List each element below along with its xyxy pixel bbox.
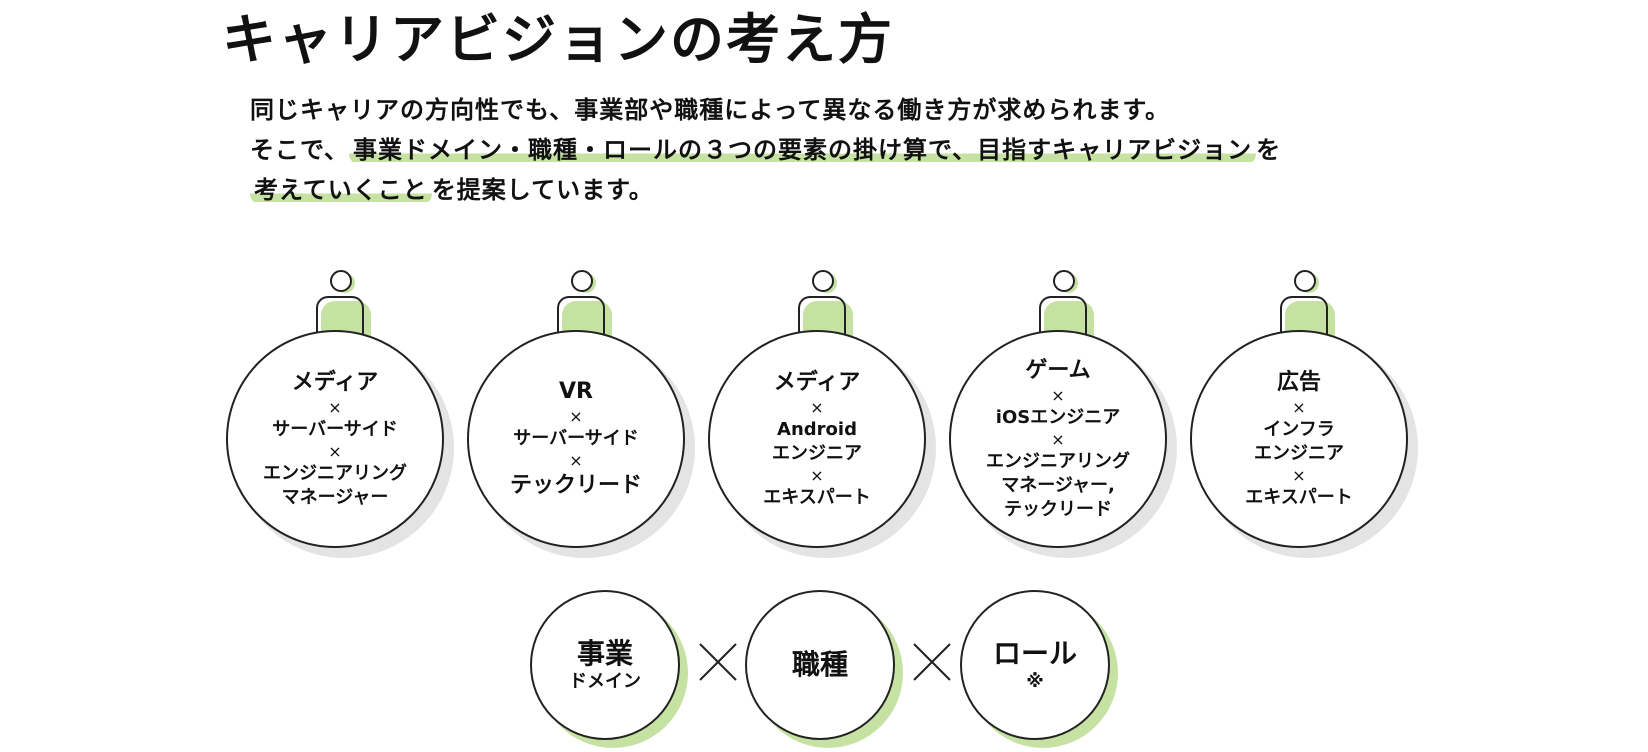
- career-job: iOSエンジニア: [995, 407, 1121, 428]
- combo-role: ロール ※: [960, 590, 1118, 748]
- combo-role-main: ロール: [992, 637, 1077, 670]
- career-example: ゲーム × iOSエンジニア × エンジニアリング マネージャー, テックリード: [949, 268, 1179, 568]
- times-mark: ×: [1051, 430, 1065, 449]
- lead-text: 同じキャリアの方向性でも、事業部や職種によって異なる働き方が求められます。 そこ…: [250, 90, 1450, 210]
- career-example: 広告 × インフラ エンジニア × エキスパート: [1190, 268, 1420, 568]
- times-mark: ×: [569, 407, 583, 426]
- career-role: エキスパート: [763, 487, 871, 508]
- times-mark: ×: [810, 398, 824, 417]
- career-role: エンジニアリング: [263, 463, 407, 484]
- times-mark: ×: [328, 442, 342, 461]
- person-head-icon: [812, 270, 834, 292]
- combo-job-type: 職種: [745, 590, 903, 748]
- career-job: エンジニア: [772, 443, 862, 464]
- person-head-icon: [1294, 270, 1316, 292]
- career-job: エンジニア: [1254, 443, 1344, 464]
- times-mark: ×: [810, 466, 824, 485]
- career-role: マネージャー: [281, 487, 389, 508]
- combo-circle: 事業 ドメイン: [530, 590, 680, 740]
- career-role: エキスパート: [1245, 487, 1353, 508]
- career-role: テックリード: [1004, 499, 1112, 520]
- lead-line-2-prefix: そこで、: [250, 136, 350, 164]
- career-circle: ゲーム × iOSエンジニア × エンジニアリング マネージャー, テックリード: [949, 330, 1167, 548]
- lead-line-2: そこで、事業ドメイン・職種・ロールの３つの要素の掛け算で、目指すキャリアビジョン…: [250, 130, 1450, 170]
- career-example: メディア × サーバーサイド × エンジニアリング マネージャー: [226, 268, 456, 568]
- career-circle: メディア × サーバーサイド × エンジニアリング マネージャー: [226, 330, 444, 548]
- career-examples: メディア × サーバーサイド × エンジニアリング マネージャー VR × サー…: [226, 270, 1418, 558]
- career-example: メディア × Android エンジニア × エキスパート: [708, 268, 938, 568]
- person-body-icon: [1039, 296, 1087, 346]
- person-body-icon: [798, 296, 846, 346]
- lead-line-2-suffix: を: [1256, 136, 1282, 164]
- career-role: テックリード: [509, 473, 642, 498]
- career-domain: メディア: [773, 370, 861, 395]
- page-title: キャリアビジョンの考え方: [222, 8, 894, 71]
- lead-line-3-suffix: を提案しています。: [431, 176, 654, 204]
- career-domain: VR: [559, 379, 593, 404]
- times-mark: ×: [1292, 466, 1306, 485]
- career-job: インフラ: [1263, 419, 1335, 440]
- times-icon: [699, 643, 737, 681]
- person-head-icon: [1053, 270, 1075, 292]
- times-mark: ×: [328, 398, 342, 417]
- career-example: VR × サーバーサイド × テックリード: [467, 268, 697, 568]
- combo-circle: ロール ※: [960, 590, 1110, 740]
- lead-line-3: 考えていくことを提案しています。: [250, 170, 1450, 210]
- combo-domain-main: 事業: [576, 637, 633, 670]
- person-body-icon: [1280, 296, 1328, 346]
- person-head-icon: [330, 270, 352, 292]
- career-job: Android: [777, 419, 857, 440]
- times-icon: [913, 643, 951, 681]
- career-circle: 広告 × インフラ エンジニア × エキスパート: [1190, 330, 1408, 548]
- person-head-icon: [571, 270, 593, 292]
- person-body-icon: [557, 296, 605, 346]
- combo-domain-sub: ドメイン: [569, 671, 641, 692]
- lead-line-1-text: 同じキャリアの方向性でも、事業部や職種によって異なる働き方が求められます。: [250, 96, 1170, 124]
- career-role: エンジニアリング: [986, 451, 1130, 472]
- career-circle: VR × サーバーサイド × テックリード: [467, 330, 685, 548]
- career-domain: 広告: [1276, 370, 1321, 395]
- combo-role-note: ※: [1026, 671, 1044, 692]
- lead-highlight-2: 考えていくこと: [250, 176, 432, 204]
- times-mark: ×: [569, 451, 583, 470]
- person-body-icon: [316, 296, 364, 346]
- career-job: サーバーサイド: [272, 419, 398, 440]
- times-mark: ×: [1051, 386, 1065, 405]
- lead-line-1: 同じキャリアの方向性でも、事業部や職種によって異なる働き方が求められます。: [250, 90, 1450, 130]
- combo-business-domain: 事業 ドメイン: [530, 590, 688, 748]
- career-domain: メディア: [291, 370, 379, 395]
- combo-job-main: 職種: [791, 648, 848, 681]
- combo-circle: 職種: [745, 590, 895, 740]
- times-mark: ×: [1292, 398, 1306, 417]
- career-domain: ゲーム: [1025, 358, 1091, 383]
- career-role: マネージャー,: [1001, 475, 1115, 496]
- career-job: サーバーサイド: [513, 428, 639, 449]
- lead-highlight-1: 事業ドメイン・職種・ロールの３つの要素の掛け算で、目指すキャリアビジョン: [349, 136, 1257, 164]
- career-circle: メディア × Android エンジニア × エキスパート: [708, 330, 926, 548]
